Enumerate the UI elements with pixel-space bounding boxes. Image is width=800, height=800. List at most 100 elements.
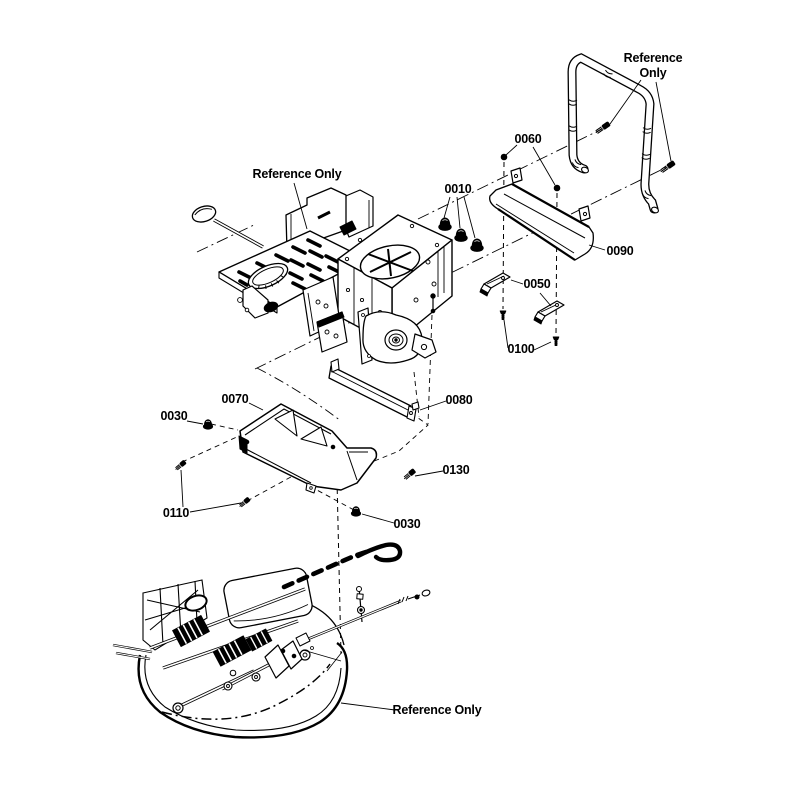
label-ref-seat: Reference Only xyxy=(253,167,342,181)
align-line-0030a xyxy=(210,423,239,431)
screw-0100-b xyxy=(552,336,560,346)
screw-0100-a xyxy=(499,310,507,320)
label-0080: 0080 xyxy=(445,393,472,407)
label-ref-rollbar-2: Only xyxy=(640,66,667,80)
deck-align-cross xyxy=(302,649,343,672)
label-ref-rollbar-1: Reference xyxy=(624,51,683,65)
backrest-clip xyxy=(339,220,357,236)
roll-bar-foot-cap-right xyxy=(651,206,659,214)
align-line-stud xyxy=(427,314,433,425)
align-line-0110a xyxy=(181,435,240,463)
screw-0130 xyxy=(403,468,416,480)
drop-line-0060a xyxy=(502,161,505,310)
cover-mounting-tab-left xyxy=(510,167,523,184)
cover-fold-bottom xyxy=(497,208,576,261)
deck-shell-inner xyxy=(144,654,342,731)
centerline-c xyxy=(256,367,342,422)
hanger-brackets xyxy=(264,640,303,679)
spacer-bar-0080 xyxy=(328,358,420,422)
label-0070: 0070 xyxy=(221,392,248,406)
callout-0090: 0090 xyxy=(588,244,634,258)
pivot-circles xyxy=(172,638,314,714)
callout-0070: 0070 xyxy=(221,392,264,411)
hatch-brackets xyxy=(172,615,273,667)
deck-baffle-arc xyxy=(161,663,331,720)
cap-nut-0010-3 xyxy=(470,238,484,252)
drop-line-0060b xyxy=(555,192,558,336)
callout-0080: 0080 xyxy=(419,393,473,411)
align-box-wing xyxy=(356,407,429,469)
callouts: Reference Only 0010 0060 Reference Only … xyxy=(160,51,682,717)
belt-cover-0090 xyxy=(489,167,594,261)
clamp-bracket-0050-a xyxy=(479,272,511,297)
cable-handle-loop xyxy=(355,542,403,563)
rod-eyelet xyxy=(421,589,431,597)
deck-handle-tube xyxy=(184,594,208,612)
mower-deck xyxy=(112,542,431,739)
label-0060: 0060 xyxy=(514,132,541,146)
callout-0050: 0050 xyxy=(510,277,552,307)
callout-0130: 0130 xyxy=(414,463,470,477)
callout-ref-seat: Reference Only xyxy=(253,167,342,230)
height-link xyxy=(356,586,366,623)
cover-fold-inner1 xyxy=(503,193,586,239)
clamp-bracket-0050-b xyxy=(533,300,565,325)
cover-fold-top xyxy=(511,183,590,228)
roll-bar xyxy=(567,53,659,214)
screw-0110-b xyxy=(239,497,251,508)
callout-0110: 0110 xyxy=(163,469,242,520)
main-frame-assembly xyxy=(191,187,453,365)
label-0030-bottom: 0030 xyxy=(393,517,420,531)
stud-bolt xyxy=(430,293,436,314)
deck-shell-rim xyxy=(137,641,349,739)
cover-body xyxy=(489,183,594,261)
roll-bar-tube-outline xyxy=(567,53,659,214)
screw-0110-a xyxy=(175,460,187,471)
cap-nuts-0010 xyxy=(438,217,484,252)
screw-0060-b xyxy=(553,184,561,192)
cap-nut-0010-2 xyxy=(454,228,468,242)
callout-0030-left: 0030 xyxy=(160,409,204,425)
align-line-0030b xyxy=(314,488,355,511)
rollbar-mount-bolt-lower xyxy=(660,160,676,173)
cover-mounting-tab-right xyxy=(578,205,591,222)
label-0050: 0050 xyxy=(523,277,550,291)
frame-opening xyxy=(359,244,421,280)
label-0100: 0100 xyxy=(507,342,534,356)
cover-fold-inner2 xyxy=(495,203,575,254)
label-0110: 0110 xyxy=(163,506,190,520)
rollbar-mount-bolt-upper xyxy=(595,121,611,134)
callout-0030-bottom: 0030 xyxy=(361,513,421,531)
callout-ref-deck: Reference Only xyxy=(340,702,482,717)
label-0130: 0130 xyxy=(442,463,469,477)
label-0090: 0090 xyxy=(606,244,633,258)
callout-0010: 0010 xyxy=(443,182,476,239)
align-line-0110b xyxy=(246,471,301,502)
align-line-0080-right xyxy=(413,371,420,418)
control-lever xyxy=(191,205,264,249)
support-column xyxy=(302,276,348,353)
construction-lines xyxy=(181,128,668,655)
callout-ref-rollbar: Reference Only xyxy=(609,51,683,162)
label-0010: 0010 xyxy=(444,182,471,196)
left-support xyxy=(237,285,279,319)
deck-top-plate xyxy=(223,567,313,629)
callout-0060: 0060 xyxy=(505,132,556,186)
belt-guard-0070 xyxy=(238,403,378,494)
cap-nut-0030-left xyxy=(202,419,214,430)
roll-bar-foot-cap-left xyxy=(581,166,589,174)
label-ref-deck: Reference Only xyxy=(393,703,482,717)
tube-break-marks xyxy=(568,69,652,200)
screw-0060-a xyxy=(500,153,508,161)
callout-0100: 0100 xyxy=(503,319,552,356)
label-0030-left: 0030 xyxy=(160,409,187,423)
cap-nut-0030-bottom xyxy=(350,506,362,517)
clutch-rod xyxy=(295,589,431,647)
transmission xyxy=(357,307,437,365)
cap-nut-0010-1 xyxy=(438,217,452,231)
seat-plate-grommet xyxy=(247,262,289,290)
roll-bar-tube-fill xyxy=(568,54,658,213)
centerline-a-stub xyxy=(196,223,257,253)
